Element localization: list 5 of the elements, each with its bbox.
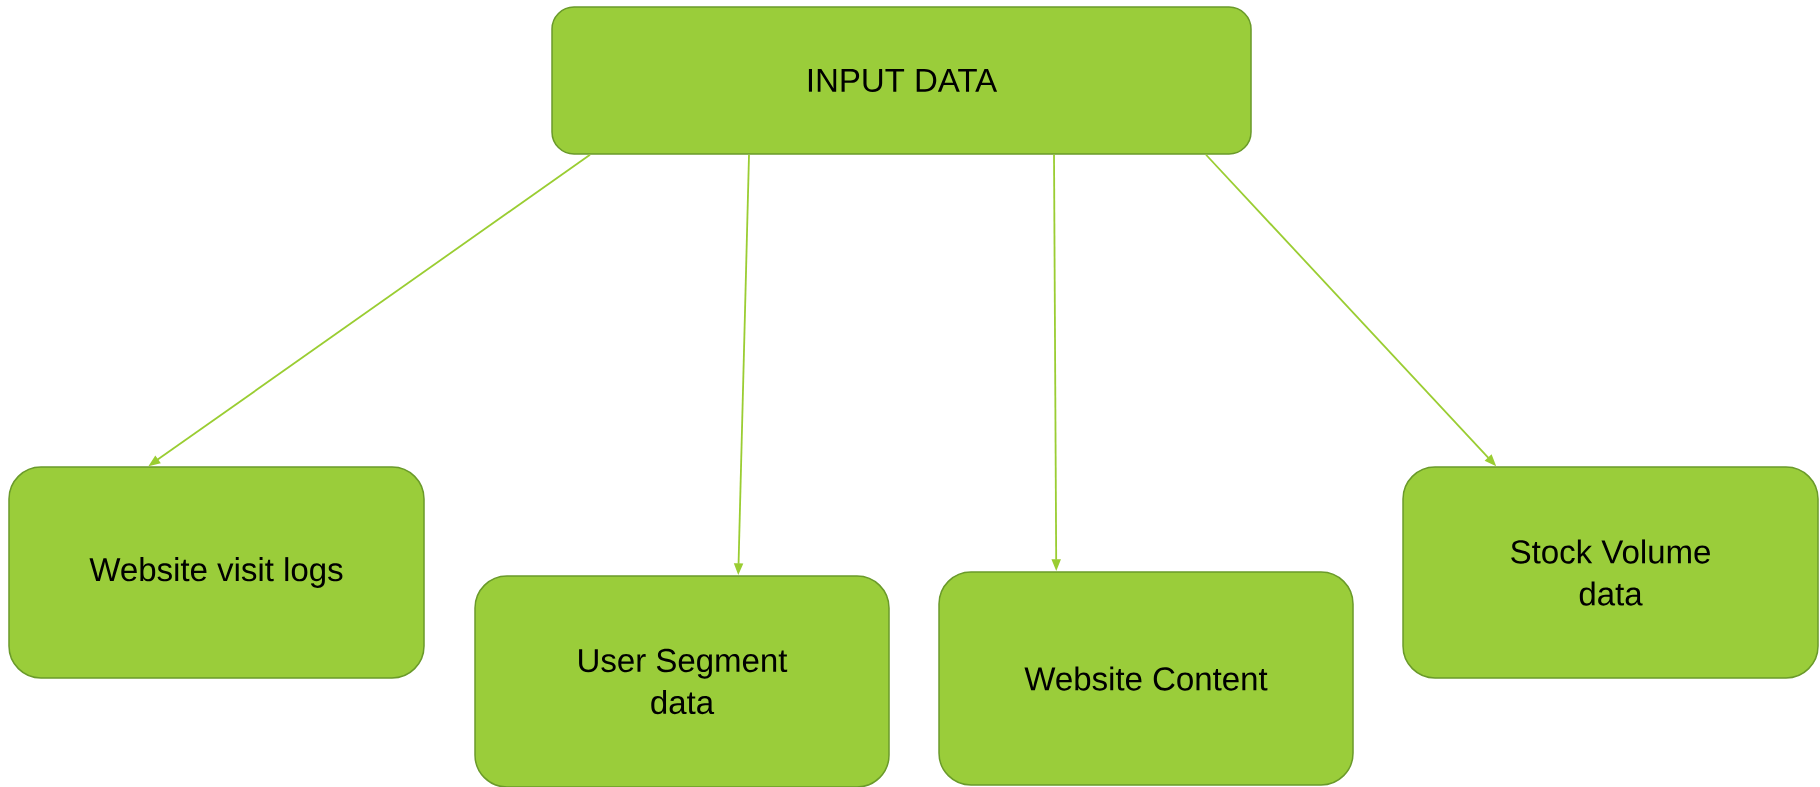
process-box: Website visit logs: [8, 466, 425, 679]
process-box: Stock Volume data: [1402, 466, 1819, 679]
process-box: User Segment data: [474, 575, 890, 787]
process-box: INPUT DATA: [551, 6, 1252, 155]
process-box: Website Content: [938, 571, 1354, 786]
